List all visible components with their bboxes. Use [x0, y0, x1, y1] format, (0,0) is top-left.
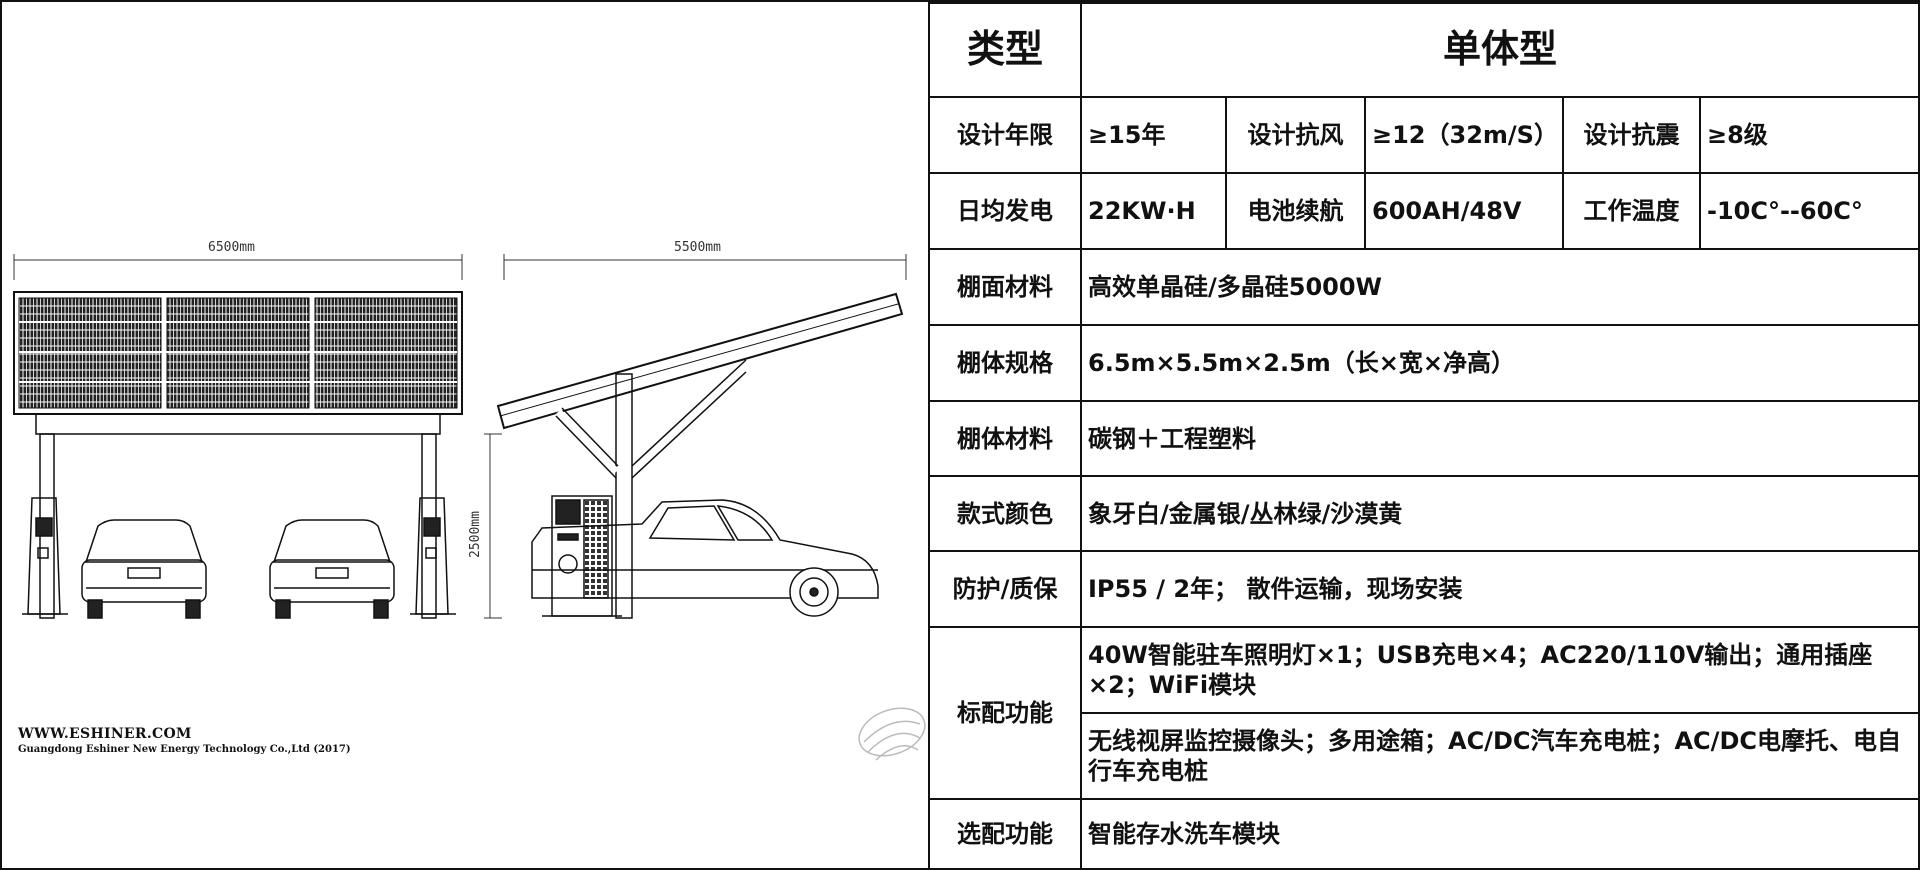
side-dimension-line — [503, 254, 907, 280]
design-life-value: ≥15年 — [1080, 96, 1227, 174]
canopy-brace — [555, 407, 619, 479]
temp-label: 工作温度 — [1562, 172, 1701, 250]
table-row: 标配功能 40W智能驻车照明灯×1；USB充电×4；AC220/110V输出；通… — [928, 626, 1920, 800]
size-label: 棚体规格 — [928, 324, 1082, 402]
table-row: 款式颜色 象牙白/金属银/丛林绿/沙漠黄 — [928, 475, 1920, 552]
front-view — [13, 254, 463, 619]
color-label: 款式颜色 — [928, 475, 1082, 552]
type-label: 类型 — [928, 2, 1082, 98]
seismic-value: ≥8级 — [1698, 96, 1920, 174]
brand-url: WWW.ESHINER.COM — [18, 726, 192, 742]
table-row: 棚体材料 碳钢＋工程塑料 — [928, 400, 1920, 477]
table-row: 无线视屏监控摄像头；多用途箱；AC/DC汽车充电桩；AC/DC电摩托、电自行车充… — [929, 712, 1920, 800]
canopy-material-value: 高效单晶硅/多晶硅5000W — [1079, 248, 1920, 326]
height-dimension-line — [484, 433, 502, 619]
table-row: 棚体规格 6.5m×5.5m×2.5m（长×宽×净高） — [928, 324, 1920, 402]
daily-gen-label: 日均发电 — [928, 172, 1082, 250]
car-rear-view — [269, 519, 395, 619]
side-view — [484, 254, 907, 619]
design-life-label: 设计年限 — [928, 96, 1082, 174]
battery-label: 电池续航 — [1225, 172, 1366, 250]
spec-table: 类型 单体型 设计年限 ≥15年 设计抗风 ≥12（32m/S） 设计抗震 ≥8… — [928, 2, 1920, 870]
table-row: 类型 单体型 — [928, 2, 1920, 98]
car-rear-view — [81, 519, 207, 619]
table-row: 设计年限 ≥15年 设计抗风 ≥12（32m/S） 设计抗震 ≥8级 — [928, 96, 1920, 174]
type-value: 单体型 — [1079, 2, 1920, 98]
optional-label: 选配功能 — [928, 798, 1082, 870]
battery-value: 600AH/48V — [1364, 172, 1564, 250]
height-label: 2500mm — [468, 511, 483, 558]
brand-company: Guangdong Eshiner New Energy Technology … — [18, 744, 351, 755]
side-depth-label: 5500mm — [674, 240, 721, 255]
brand-block: WWW.ESHINER.COM Guangdong Eshiner New En… — [18, 726, 351, 755]
charging-kiosk — [542, 495, 622, 617]
canopy-beam — [35, 413, 441, 435]
watermark-logo — [858, 707, 926, 761]
body-material-value: 碳钢＋工程塑料 — [1079, 400, 1920, 477]
wind-value: ≥12（32m/S） — [1364, 96, 1564, 174]
standard-value-2: 无线视屏监控摄像头；多用途箱；AC/DC汽车充电桩；AC/DC电摩托、电自行车充… — [1079, 712, 1920, 800]
front-width-label: 6500mm — [208, 240, 255, 255]
canopy-material-label: 棚面材料 — [928, 248, 1082, 326]
table-row: 选配功能 智能存水洗车模块 — [928, 798, 1920, 870]
optional-value: 智能存水洗车模块 — [1079, 798, 1920, 870]
table-row: 日均发电 22KW·H 电池续航 600AH/48V 工作温度 -10C°--6… — [928, 172, 1920, 250]
canopy-brace — [631, 359, 747, 479]
tilted-solar-panel — [496, 292, 904, 430]
car-side-view — [531, 499, 879, 617]
color-value: 象牙白/金属银/丛林绿/沙漠黄 — [1079, 475, 1920, 552]
daily-gen-value: 22KW·H — [1080, 172, 1227, 250]
protection-value: IP55 / 2年； 散件运输，现场安装 — [1079, 550, 1920, 628]
standard-value-1: 40W智能驻车照明灯×1；USB充电×4；AC220/110V输出；通用插座×2… — [1079, 626, 1920, 714]
seismic-label: 设计抗震 — [1562, 96, 1701, 174]
protection-label: 防护/质保 — [928, 550, 1082, 628]
body-material-label: 棚体材料 — [928, 400, 1082, 477]
standard-label: 标配功能 — [928, 626, 1082, 800]
wind-label: 设计抗风 — [1225, 96, 1366, 174]
charging-station — [22, 497, 68, 615]
carport-drawing — [13, 254, 926, 761]
table-row: 防护/质保 IP55 / 2年； 散件运输，现场安装 — [928, 550, 1920, 628]
charging-station — [410, 497, 456, 615]
table-row: 棚面材料 高效单晶硅/多晶硅5000W — [928, 248, 1920, 326]
technical-drawing: 6500mm 5500mm 2500mm WWW.ESHINER.COM Gua… — [2, 2, 928, 868]
front-dimension-line — [13, 254, 463, 280]
temp-value: -10C°--60C° — [1698, 172, 1920, 250]
size-value: 6.5m×5.5m×2.5m（长×宽×净高） — [1079, 324, 1920, 402]
canopy-post — [615, 373, 633, 619]
